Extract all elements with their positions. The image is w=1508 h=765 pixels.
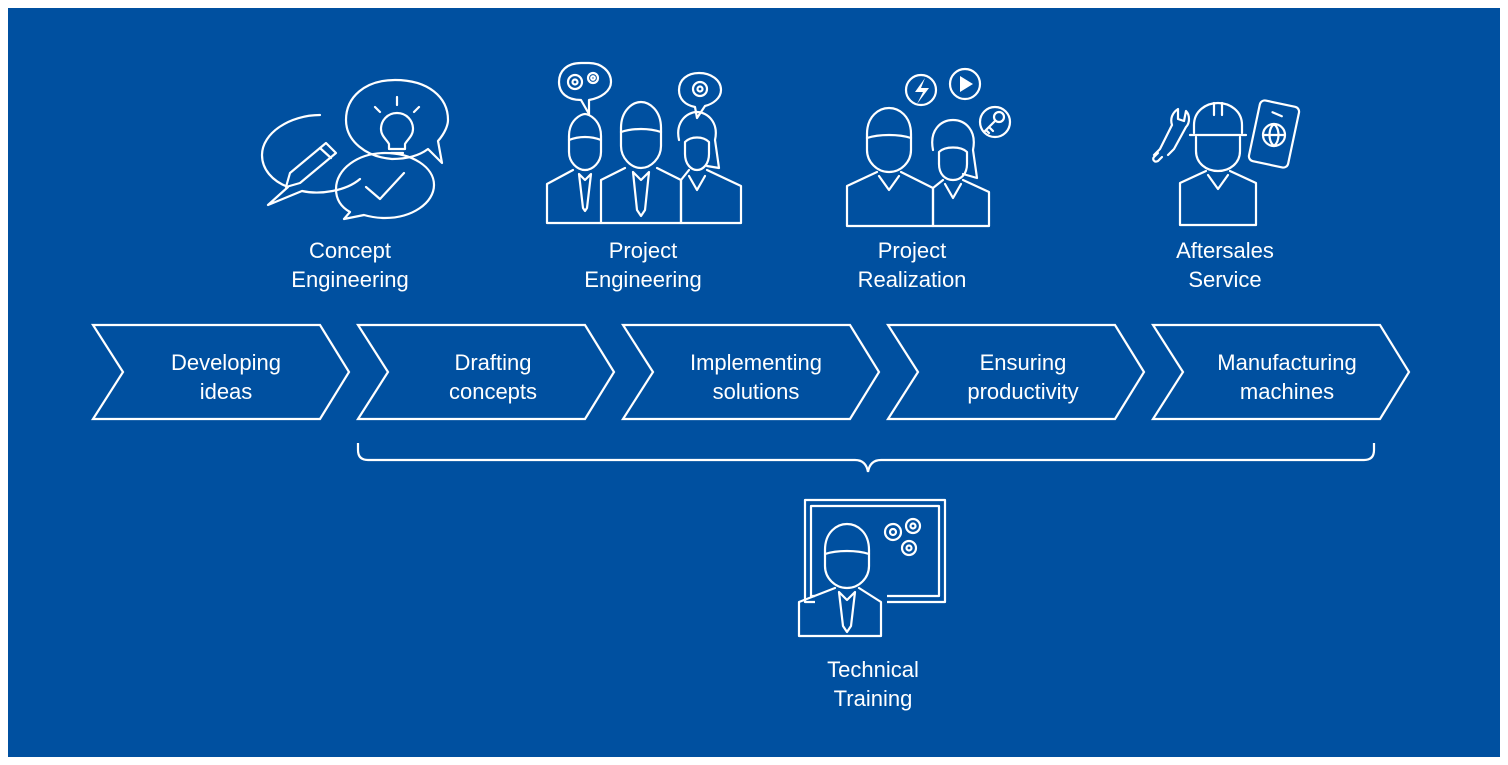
stage-label-concept-engineering: Concept Engineering: [291, 238, 409, 292]
step-label-developing-ideas: Developing ideas: [170, 350, 282, 404]
step-label-implementing-solutions: Implementing solutions: [689, 350, 823, 404]
step-label-drafting-concepts: Drafting concepts: [448, 350, 538, 404]
trainer-whiteboard-gears-icon: [797, 498, 947, 638]
service-technician-wrench-tablet-icon: [1152, 99, 1301, 227]
speech-bubbles-idea-icon: [260, 78, 450, 221]
engineering-team-gears-icon: [545, 61, 743, 225]
stage-label-aftersales-service: Aftersales Service: [1176, 238, 1274, 292]
stage-label-project-realization: Project Realization: [857, 238, 967, 292]
stage-label-project-engineering: Project Engineering: [584, 238, 702, 292]
step-label-manufacturing-machines: Manufacturing machines: [1217, 350, 1357, 404]
step-label-ensuring-productivity: Ensuring productivity: [967, 350, 1079, 404]
training-label: Technical Training: [827, 657, 919, 711]
realization-team-power-play-key-icon: [845, 67, 1012, 228]
